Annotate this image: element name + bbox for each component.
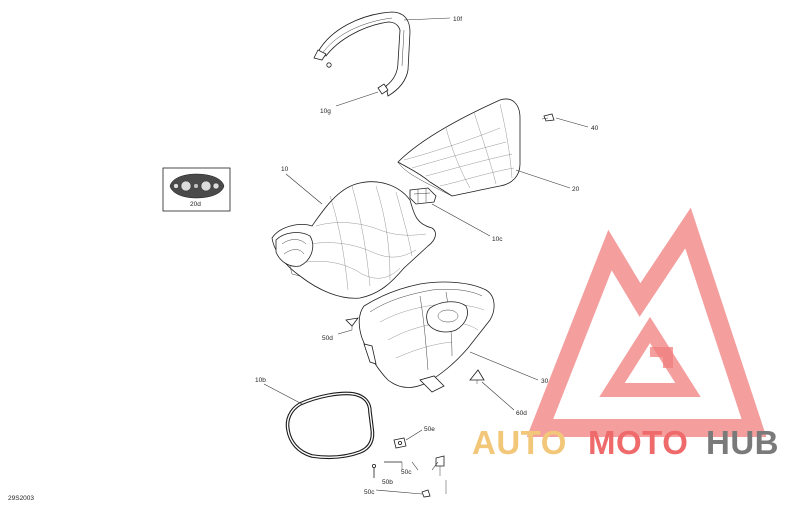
- callout-50c: 50c: [401, 469, 412, 476]
- callout-10g: 10g: [320, 108, 331, 115]
- watermark-moto: MOTO: [588, 424, 688, 461]
- part-10c-bracket: [409, 187, 437, 205]
- part-50c-pin: [435, 455, 445, 476]
- callout-50d: 50d: [322, 335, 333, 342]
- part-50d-clip: [345, 317, 359, 330]
- callout-30: 30: [541, 378, 549, 385]
- callout-20d: 20d: [190, 201, 201, 208]
- watermark-brand: AUTO MOTO HUB: [472, 424, 779, 461]
- callout-20: 20: [572, 186, 580, 193]
- callout-40: 40: [591, 125, 599, 132]
- part-10b-gasket: [285, 391, 375, 459]
- callout-10b: 10b: [255, 377, 266, 384]
- watermark-hub: HUB: [706, 424, 779, 461]
- part-50c-bolt-lower: [421, 480, 447, 498]
- part-60d-clip: [469, 369, 485, 384]
- watermark-logo: [526, 207, 767, 437]
- part-10-seat-base: [271, 181, 436, 299]
- part-10g-fasteners: [326, 62, 389, 95]
- part-10f-strap: [313, 11, 411, 97]
- part-20-seat-cushion: [397, 98, 521, 197]
- callout-10c: 10c: [492, 236, 503, 243]
- watermark-auto: AUTO: [472, 424, 567, 461]
- part-30-storage-tub: [358, 281, 495, 393]
- part-50e-clip: [393, 437, 407, 449]
- callout-10: 10: [281, 166, 289, 173]
- callout-50b: 50b: [382, 479, 393, 486]
- part-40-screw: [541, 113, 555, 122]
- callout-50e: 50e: [424, 426, 435, 433]
- part-20d-decal-box: [162, 167, 231, 212]
- part-50c-rod: [384, 461, 403, 470]
- callout-50c-lower: 50c: [364, 489, 375, 496]
- callout-10f: 10f: [453, 16, 462, 23]
- part-50b-screw: [371, 463, 376, 478]
- callout-60d: 60d: [516, 410, 527, 417]
- diagram-reference-code: 29S2003: [8, 495, 34, 502]
